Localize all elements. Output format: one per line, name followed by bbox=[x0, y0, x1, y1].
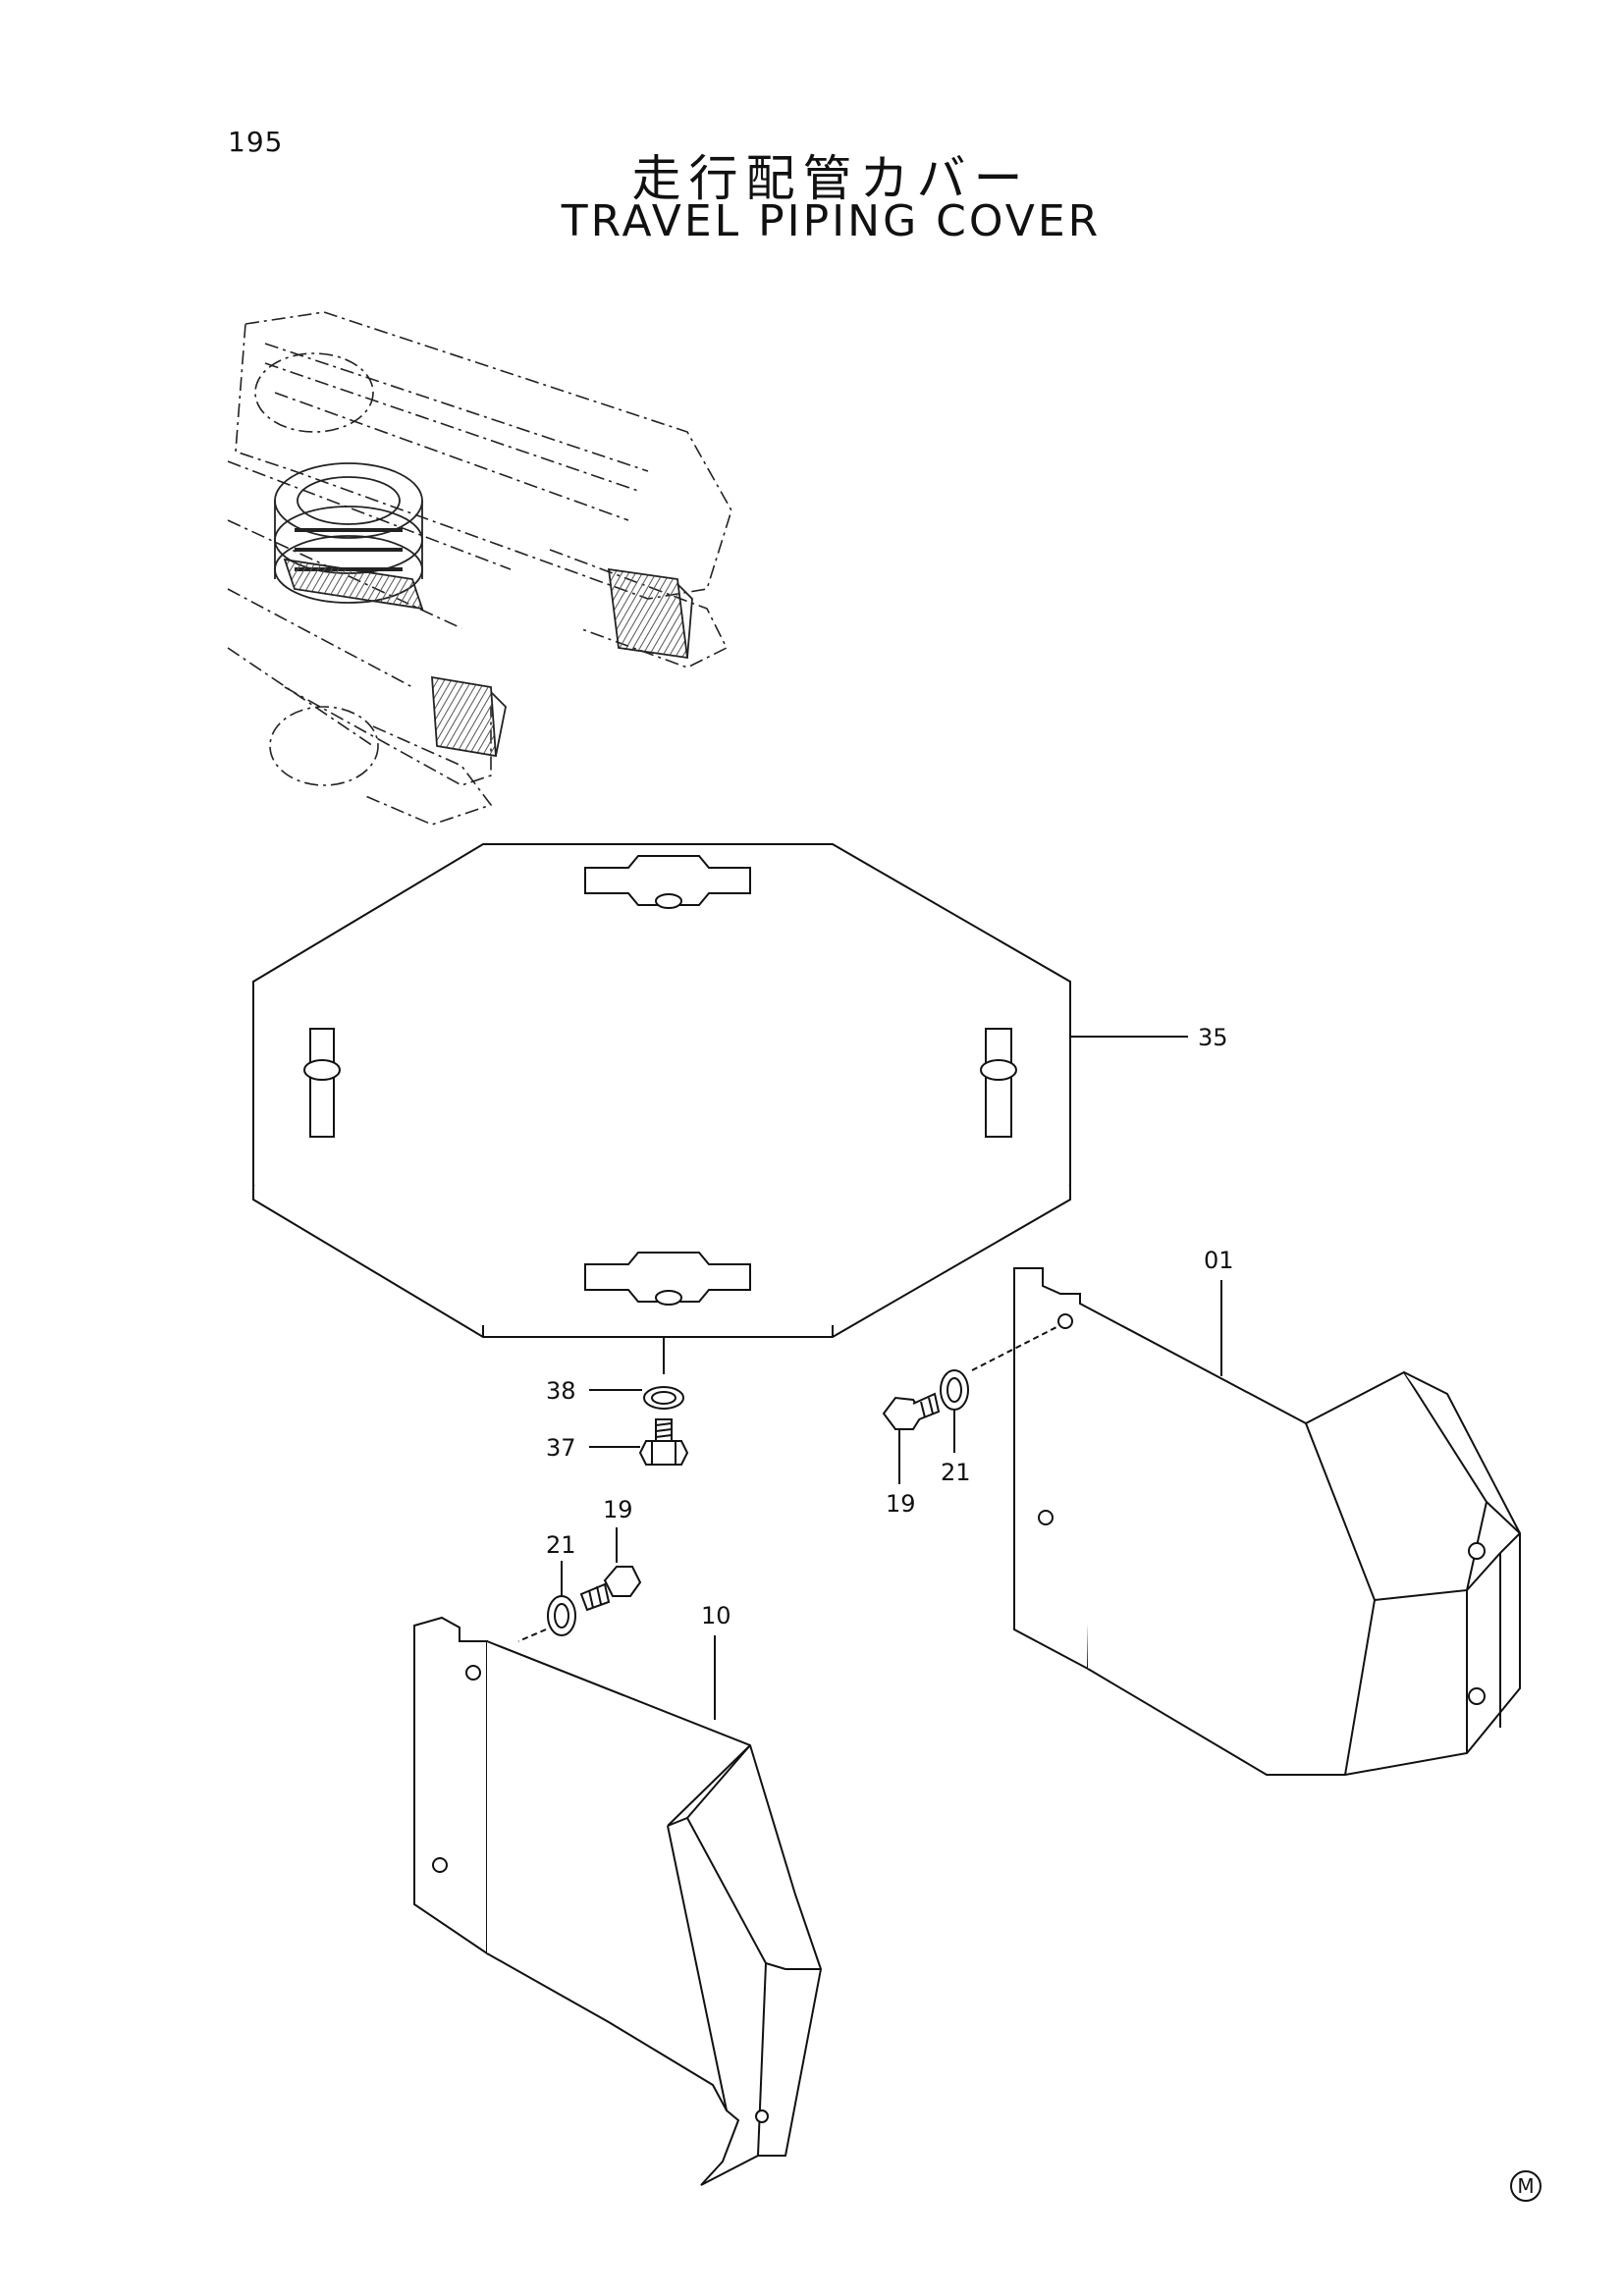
part-10-left-cover bbox=[413, 1616, 823, 2186]
callout-19-left: 19 bbox=[603, 1496, 633, 1523]
callout-35: 35 bbox=[1198, 1024, 1228, 1051]
callout-19-right: 19 bbox=[886, 1490, 916, 1518]
part-37-plug bbox=[638, 1418, 689, 1466]
part-01-right-cover bbox=[1013, 1267, 1521, 1776]
part-35-octagonal-cover bbox=[252, 843, 1071, 1338]
page-title-english: TRAVEL PIPING COVER bbox=[561, 196, 1102, 246]
part-21-washer-left bbox=[517, 1595, 576, 1642]
part-38-washer bbox=[643, 1337, 684, 1410]
page-number: 195 bbox=[228, 126, 284, 158]
manufacturer-mark: M bbox=[1510, 2170, 1542, 2202]
callout-01: 01 bbox=[1204, 1247, 1234, 1274]
cover-mounting-brackets bbox=[303, 855, 1017, 1306]
part-19-bolt-left bbox=[579, 1566, 642, 1612]
leader-lines bbox=[561, 1036, 1222, 1720]
cover-locations-hatched bbox=[283, 558, 693, 758]
undercarriage-locator-view bbox=[227, 311, 732, 826]
callout-labels: 35 01 38 37 19 21 19 21 10 bbox=[546, 1024, 1234, 1629]
callout-37: 37 bbox=[546, 1434, 576, 1462]
part-19-bolt-right bbox=[882, 1392, 941, 1430]
callout-21-left: 21 bbox=[546, 1531, 576, 1559]
page-title-japanese: 走行配管カバー bbox=[631, 150, 1031, 207]
callout-38: 38 bbox=[546, 1377, 576, 1405]
callout-10: 10 bbox=[701, 1602, 731, 1629]
callout-21-right: 21 bbox=[941, 1459, 971, 1486]
